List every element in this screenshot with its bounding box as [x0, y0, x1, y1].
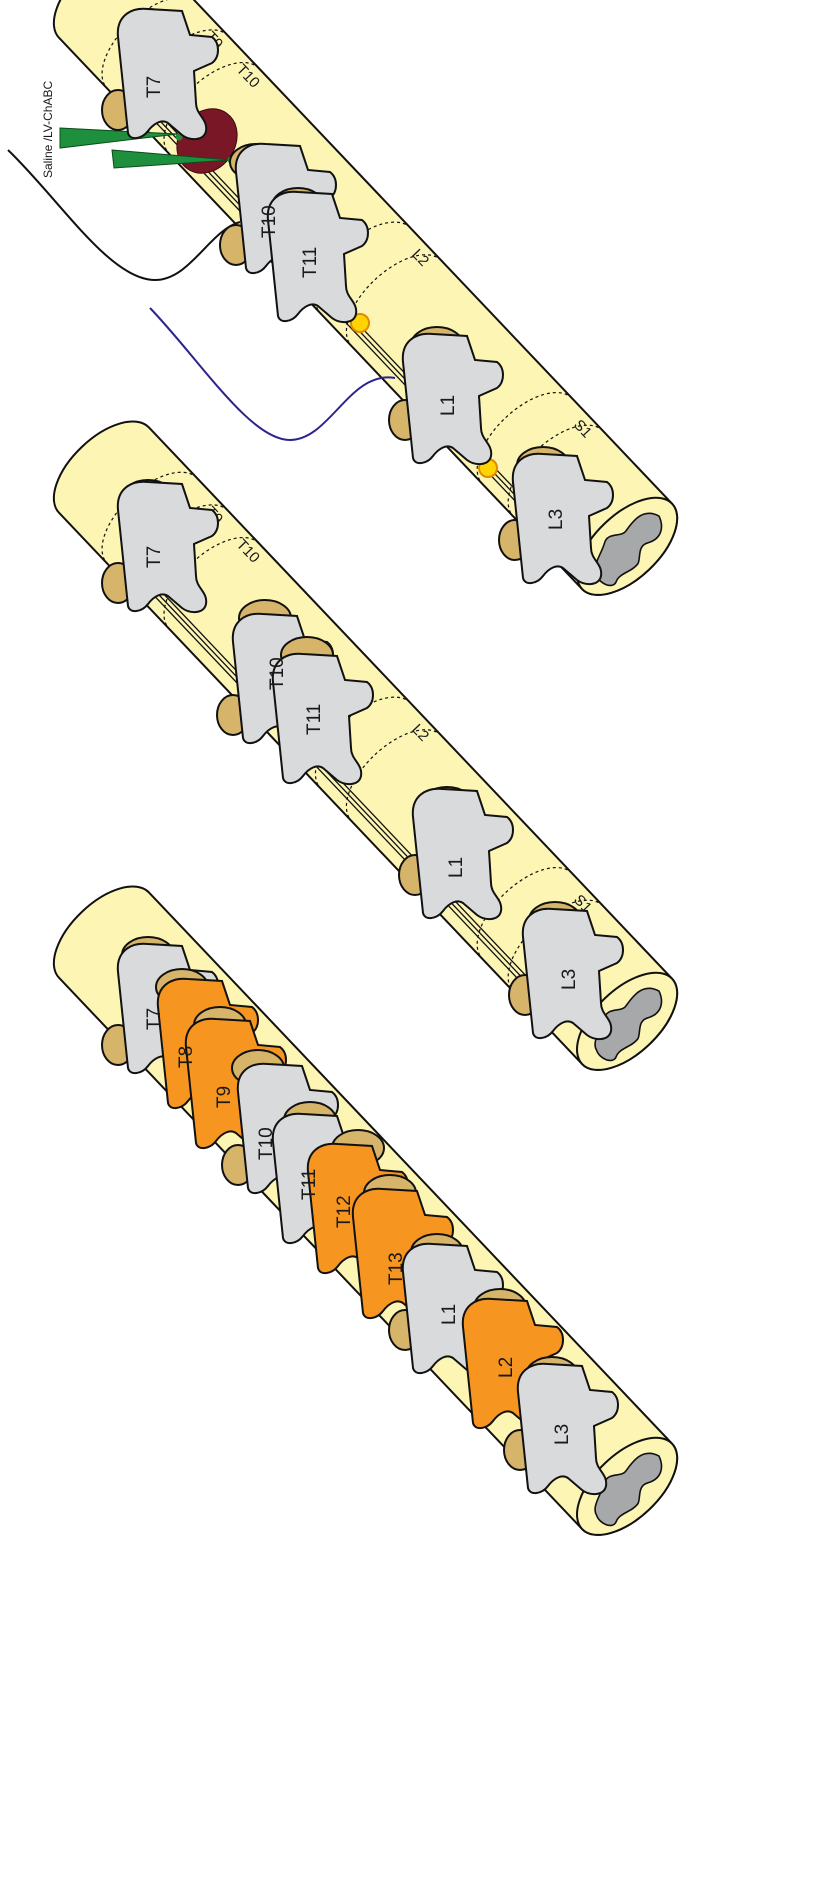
injection-label: Saline /LV-ChABC: [41, 81, 55, 178]
vertebra-label-t13: T13: [386, 1252, 407, 1285]
vertebra-label-t12: T12: [334, 1195, 355, 1228]
vertebra-label-t11: T11: [299, 1169, 320, 1200]
vertebra-label-l2: L2: [496, 1357, 517, 1378]
vertebra-label-t11: T11: [300, 247, 321, 278]
vertebra-label-t10: T10: [267, 657, 288, 690]
vertebra-label-t10: T10: [256, 1127, 277, 1160]
vertebra-label-t8: T8: [176, 1046, 197, 1068]
vertebra-label-t10: T10: [259, 205, 280, 238]
vertebra-label-l3: L3: [546, 509, 567, 530]
vertebra-label-t7: T7: [144, 76, 165, 98]
vertebra-label-t7: T7: [144, 1008, 165, 1030]
vertebra-label-l3: L3: [559, 969, 580, 990]
vertebra-label-t7: T7: [144, 546, 165, 568]
vertebra-label-l1: L1: [439, 1304, 460, 1325]
vertebra-label-t9: T9: [214, 1086, 235, 1108]
vertebra-label-t11: T11: [304, 704, 325, 735]
vertebra-label-l1: L1: [446, 857, 467, 878]
vertebra-label-l1: L1: [438, 395, 459, 416]
vertebra-label-l3: L3: [552, 1424, 573, 1445]
